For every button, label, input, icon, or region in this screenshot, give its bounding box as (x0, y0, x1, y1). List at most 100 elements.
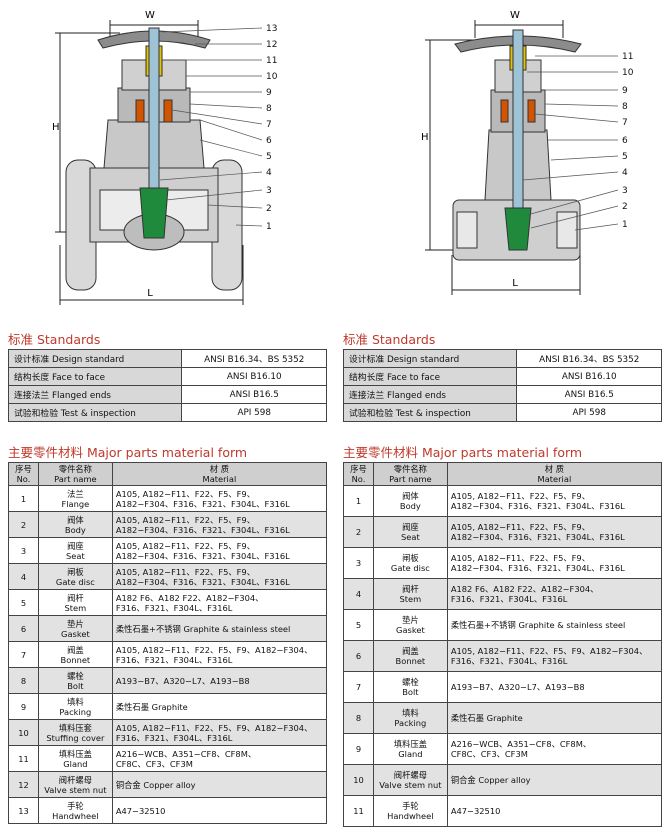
part-material: 柔性石墨+不锈钢 Graphite & stainless steel (446, 609, 663, 641)
callout-6: 6 (266, 136, 272, 146)
callout-7: 7 (622, 118, 628, 128)
part-name-cn: 垫片 (402, 615, 419, 625)
part-name-en: Handwheel (387, 811, 434, 821)
part-name-cn: 手轮 (402, 801, 419, 811)
callout-10: 10 (622, 68, 634, 78)
standard-label: 连接法兰 Flanged ends (7, 385, 183, 404)
part-material: A47−32510 (111, 797, 328, 824)
part-name-cn: 填料 (402, 708, 419, 718)
callout-8: 8 (266, 104, 272, 114)
part-material: 柔性石墨+不锈钢 Graphite & stainless steel (111, 615, 328, 642)
left-valve-drawing: W H L 13 12 11 10 9 8 7 (52, 10, 278, 305)
callout-1: 1 (622, 220, 628, 230)
part-name-cn: 阀杆螺母 (58, 774, 92, 785)
part-name-en: Gate disc (55, 576, 95, 587)
part-material: A105, A182−F11、F22、F5、F9、 A182−F304、F316… (111, 485, 328, 512)
standard-value: ANSI B16.34、BS 5352 (181, 349, 327, 368)
part-name-cn: 填料压套 (58, 722, 92, 733)
callout-2: 2 (266, 204, 272, 214)
part-name-en: Bonnet (395, 656, 426, 666)
callout-6: 6 (622, 136, 628, 146)
part-name-en: Valve stem nut (44, 784, 107, 795)
part-name-cn: 阀座 (402, 522, 419, 532)
part-no: 10 (8, 719, 39, 746)
part-material: 铜合金 Copper alloy (446, 764, 663, 796)
standard-label: 连接法兰 Flanged ends (342, 385, 518, 404)
part-no: 2 (343, 516, 374, 548)
callout-3: 3 (622, 186, 628, 196)
callout-5: 5 (622, 152, 628, 162)
part-name-cn: 手轮 (67, 800, 84, 811)
part-material: A47−32510 (446, 795, 663, 827)
part-no: 3 (8, 537, 39, 564)
part-name-en: Packing (59, 706, 92, 717)
part-no: 11 (343, 795, 374, 827)
part-material: A182 F6、A182 F22、A182−F304、 F316、F321、F3… (446, 578, 663, 610)
dim-h-label: H (421, 132, 429, 143)
part-no: 7 (8, 641, 39, 668)
standard-value: ANSI B16.5 (181, 385, 327, 404)
callout-10: 10 (266, 72, 278, 82)
part-name-en: Stuffing cover (46, 732, 105, 743)
materials-heading: 主要零件材料 Major parts material form (8, 445, 248, 460)
part-name-cn: 阀杆 (402, 584, 419, 594)
part-material: A105, A182−F11、F22、F5、F9、A182−F304、 F316… (111, 719, 328, 746)
part-no: 13 (8, 797, 39, 824)
part-name-en: Seat (401, 532, 420, 542)
standard-label: 试验和检验 Test & inspection (342, 403, 518, 422)
part-name-en: Gasket (61, 628, 90, 639)
part-name-en: Bonnet (60, 654, 91, 665)
part-name-en: Body (399, 501, 421, 511)
standard-value: API 598 (181, 403, 327, 422)
standard-label: 结构长度 Face to face (7, 367, 183, 386)
standards-heading: 标准 Standards (8, 332, 101, 347)
standard-label: 结构长度 Face to face (342, 367, 518, 386)
part-name-en: Stem (64, 602, 87, 613)
part-name-cn: 法兰 (67, 488, 84, 499)
callout-13: 13 (266, 24, 277, 34)
callout-9: 9 (622, 86, 628, 96)
standard-value: API 598 (516, 403, 662, 422)
callout-7: 7 (266, 120, 272, 130)
part-no: 4 (343, 578, 374, 610)
part-name-en: Stem (399, 594, 422, 604)
part-material: 柔性石墨 Graphite (111, 693, 328, 720)
standard-label: 试验和检验 Test & inspection (7, 403, 183, 422)
part-name-cn: 阀座 (67, 540, 84, 551)
